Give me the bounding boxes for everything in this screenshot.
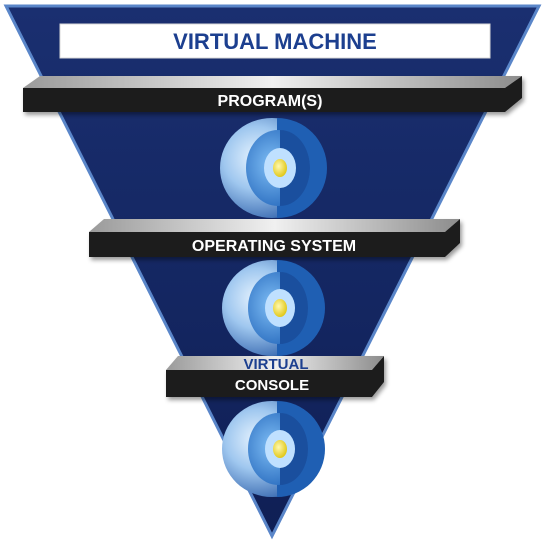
diagram-title: VIRTUAL MACHINE (173, 29, 377, 54)
title-box (59, 23, 491, 59)
band-programs (23, 76, 522, 112)
layered-sphere-icon (222, 401, 325, 497)
layer-label-console: CONSOLE (235, 377, 309, 394)
layer-label-operating-system: OPERATING SYSTEM (192, 238, 356, 255)
band-virtual-console (166, 356, 384, 397)
band-operating-system (89, 219, 460, 257)
layered-sphere-icon (220, 118, 327, 218)
layer-label-virtual: VIRTUAL (244, 356, 309, 373)
layer-label-programs: PROGRAM(S) (218, 93, 323, 110)
layered-sphere-icon (222, 260, 325, 356)
